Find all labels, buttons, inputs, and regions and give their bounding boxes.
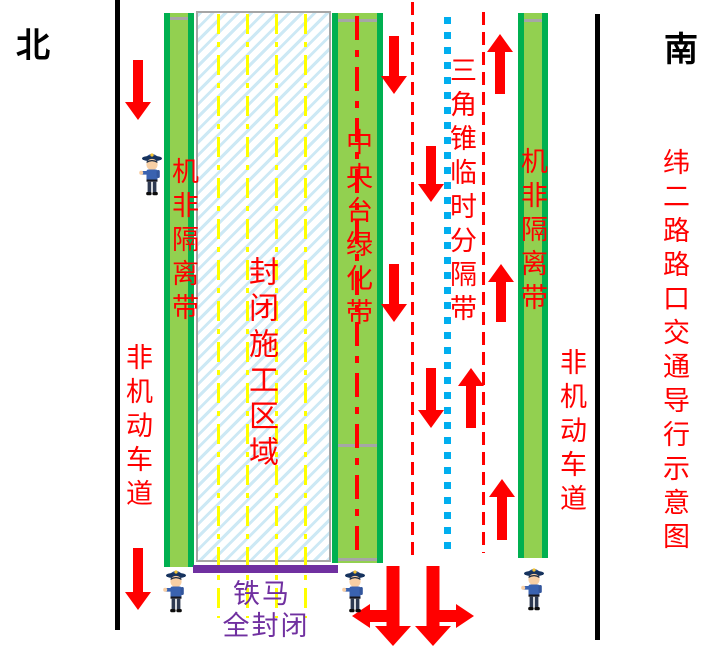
iron-barrier-bar — [193, 565, 338, 573]
central-belt-label: 中央台绿化带 — [341, 128, 372, 332]
up-arrow — [487, 34, 513, 98]
temporary-lane-dashed-line — [482, 12, 485, 553]
construction-zone-label: 封闭施工区域 — [243, 256, 278, 472]
police-officer-icon — [139, 149, 165, 201]
down-arrow — [125, 60, 151, 124]
diagram-title: 纬二路路口交通导行示意图 — [658, 148, 689, 556]
temporary-lane-dashed-line — [411, 2, 414, 556]
traffic-cone-line — [444, 17, 451, 557]
right-separation-belt — [518, 13, 548, 558]
lane-line-yellow — [304, 14, 307, 618]
down-arrow — [418, 146, 444, 206]
central-belt-centerline — [355, 16, 359, 558]
lane-line-yellow — [275, 14, 278, 618]
up-arrow — [458, 368, 484, 432]
barrier-caption-1: 铁马 — [233, 579, 291, 610]
cone-divider-label: 三角锥临时分隔带 — [445, 56, 476, 328]
right-road-edge-line — [595, 14, 600, 640]
lane-line-yellow — [246, 14, 249, 618]
north-label: 北 — [16, 26, 50, 66]
police-officer-icon — [521, 564, 547, 616]
down-arrow — [381, 36, 407, 98]
down-right-fork-arrow — [410, 566, 474, 648]
lane-line-yellow — [217, 14, 220, 618]
left-separation-belt — [164, 13, 194, 567]
right-lane-label: 非机动车道 — [555, 348, 586, 518]
barrier-caption-2: 全封闭 — [222, 611, 310, 642]
police-officer-icon — [163, 566, 189, 618]
left-divider-label: 机非隔离带 — [167, 157, 198, 327]
left-belt-top-cap — [170, 17, 188, 20]
down-arrow — [418, 368, 444, 432]
up-arrow — [489, 479, 515, 544]
south-label: 南 — [664, 30, 698, 70]
left-road-edge-line — [115, 0, 120, 630]
right-divider-label: 机非隔离带 — [516, 147, 547, 317]
down-arrow — [381, 264, 407, 326]
down-arrow — [125, 548, 151, 614]
left-lane-label: 非机动车道 — [121, 343, 152, 513]
down-left-fork-arrow — [352, 566, 416, 648]
up-arrow — [488, 264, 514, 326]
central-belt-bottom-cap — [338, 558, 377, 561]
right-belt-top-cap — [524, 19, 542, 22]
police-officer-icon — [342, 566, 368, 618]
